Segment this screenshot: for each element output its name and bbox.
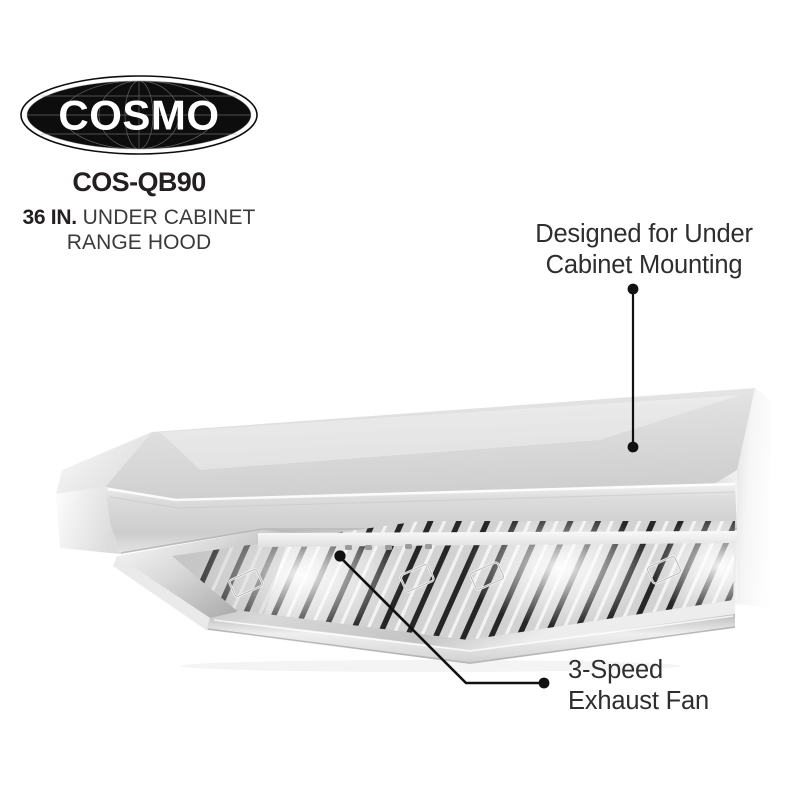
product-type-line2: RANGE HOOD — [66, 230, 212, 254]
logo-wordmark: COSMO — [58, 92, 219, 139]
control-buttons[interactable] — [345, 544, 432, 550]
product-type-line1: UNDER CABINET — [76, 206, 256, 229]
control-panel[interactable] — [258, 531, 737, 550]
hood-top-plane — [56, 388, 770, 499]
size-label: 36 IN. — [22, 206, 78, 229]
callout-exhaust-fan-label: 3-Speed Exhaust Fan — [568, 656, 709, 715]
model-number: COS-QB90 — [72, 167, 206, 197]
product-description: 36 IN. UNDER CABINET RANGE HOOD — [0, 206, 278, 255]
brand-block: COSMO COS-QB90 36 IN. UNDER CABINET RANG… — [0, 74, 278, 255]
hood-front-band — [56, 482, 737, 554]
cosmo-globe-logo: COSMO — [20, 75, 258, 155]
callout-mounting-label: Designed for Under Cabinet Mounting — [535, 220, 753, 279]
